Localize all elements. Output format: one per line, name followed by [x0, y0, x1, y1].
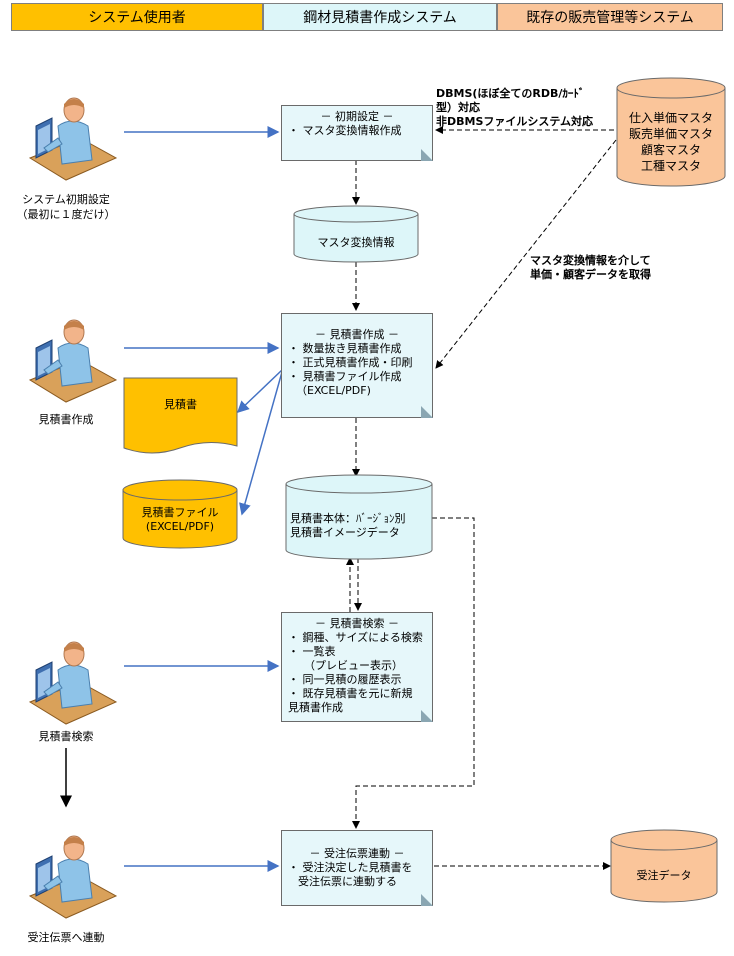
estimate-search-title: － 見積書検索 －	[315, 617, 399, 630]
user-at-computer-icon	[29, 835, 117, 919]
master-conversion-store	[293, 205, 419, 263]
estimate-search-item: ・ 鋼種、サイズによる検索	[288, 631, 423, 644]
page-fold-icon	[421, 894, 433, 906]
initial-setup-title: － 初期設定 －	[320, 110, 394, 123]
estimate-search-item: ・ 一覧表	[288, 645, 336, 658]
dbms-note: DBMS(ほぼ全てのRDB/ｶｰﾄﾞ 型）対応 非DBMSファイルシステム対応	[436, 87, 594, 128]
order-link-box: － 受注伝票連動 － ・ 受注決定した見積書を 受注伝票に連動する	[281, 830, 433, 906]
arrow-db-to-order	[352, 517, 475, 829]
header-column-system: 鋼材見積書作成システム	[263, 3, 497, 31]
existing-masters-store	[616, 77, 726, 187]
estimate-document-shape	[123, 377, 238, 454]
initial-setup-box: － 初期設定 － ・ マスタ変換情報作成	[281, 105, 433, 161]
estimate-db-store	[285, 474, 433, 560]
estimate-file-label: 見積書ファイル (EXCEL/PDF)	[141, 506, 219, 533]
initial-setup-item: ・ マスタ変換情報作成	[288, 124, 402, 137]
conversion-note: マスタ変換情報を介して 単価・顧客データを取得	[530, 254, 651, 281]
arrow-masters-to-create	[435, 139, 617, 369]
arrow-to-estimate-file	[239, 371, 283, 516]
estimate-create-box: － 見積書作成 － ・ 数量抜き見積書作成 ・ 正式見積書作成・印刷 ・ 見積書…	[281, 313, 433, 418]
estimate-create-item: ・ 数量抜き見積書作成	[288, 342, 402, 355]
order-link-item: ・ 受注決定した見積書を	[288, 861, 413, 874]
actor-estimate-create-label: 見積書作成	[38, 413, 94, 426]
order-data-label: 受注データ	[636, 869, 692, 882]
estimate-file-store	[122, 479, 238, 549]
actor-estimate-search-label: 見積書検索	[38, 730, 94, 743]
actor-order-link-label: 受注伝票へ連動	[27, 931, 105, 944]
arrow-to-estimate-doc	[236, 369, 283, 414]
page-fold-icon	[421, 149, 433, 161]
order-link-title: － 受注伝票連動 －	[309, 847, 405, 860]
estimate-create-item: ・ 正式見積書作成・印刷	[288, 356, 413, 369]
order-data-store	[610, 829, 718, 903]
existing-masters-label: 仕入単価マスタ 販売単価マスタ 顧客マスタ 工種マスタ	[628, 111, 713, 173]
estimate-search-item: 見積書作成	[288, 701, 343, 714]
user-at-computer-icon	[29, 97, 117, 181]
page-fold-icon	[421, 406, 433, 418]
estimate-doc-label: 見積書	[164, 398, 197, 411]
master-conversion-label: マスタ変換情報	[317, 236, 395, 249]
order-link-item: 受注伝票に連動する	[298, 875, 397, 888]
actor-initial-setup-label: システム初期設定 （最初に１度だけ）	[16, 193, 116, 221]
estimate-search-item: ・ 既存見積書を元に新規	[288, 687, 413, 700]
page-fold-icon	[421, 710, 433, 722]
header-column-user: システム使用者	[11, 3, 263, 31]
user-at-computer-icon	[29, 319, 117, 403]
estimate-create-title: － 見積書作成 －	[315, 328, 399, 341]
header-column-existing: 既存の販売管理等システム	[497, 3, 723, 31]
estimate-create-item: （EXCEL/PDF)	[296, 384, 371, 397]
user-at-computer-icon	[29, 641, 117, 725]
estimate-create-item: ・ 見積書ファイル作成	[288, 370, 402, 383]
estimate-search-item: ・ 同一見積の履歴表示	[288, 673, 402, 686]
estimate-search-box: － 見積書検索 － ・ 鋼種、サイズによる検索 ・ 一覧表 （プレビュー表示） …	[281, 612, 433, 722]
estimate-search-item: （プレビュー表示）	[304, 659, 403, 672]
estimate-db-label: 見積書本体：ﾊﾞｰｼﾞｮﾝ別 見積書イメージデータ	[290, 512, 406, 539]
